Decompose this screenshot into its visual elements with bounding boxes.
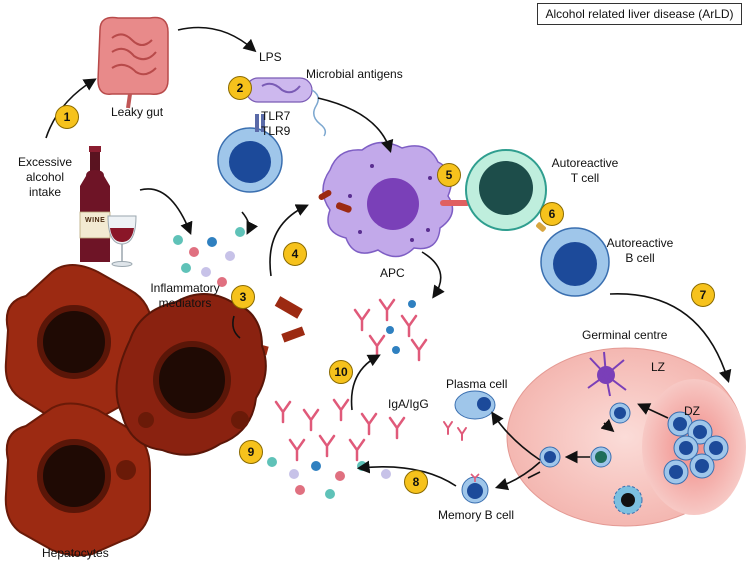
bacterium-icon [245,77,327,137]
label-microbial-antigens: Microbial antigens [306,67,403,81]
step-badge-10: 10 [329,360,353,384]
label-dz: DZ [684,404,700,418]
step-badge-8: 8 [404,470,428,494]
mhc-tcr-contact [440,200,470,206]
label-hepatocytes: Hepatocytes [42,546,109,560]
memory-b-cell [461,473,489,504]
gc-b-cells [539,402,631,468]
label-inflammatory-line1: Inflammatory [150,281,220,295]
label-lz: LZ [651,360,666,374]
plasma-antibodies [443,421,467,441]
label-memory-b-cell: Memory B cell [438,508,515,522]
label-autoreactive-t-line1: Autoreactive [551,156,619,170]
step-badge-3: 3 [231,285,255,309]
diagram-title: Alcohol related liver disease (ArLD) [537,3,742,25]
label-tlr9: TLR9 [261,124,291,138]
label-apc: APC [380,266,405,280]
step-badge-9: 9 [239,440,263,464]
label-excessive-line1: Excessive [17,155,73,169]
apc-cell [318,141,454,258]
wine-glass-icon [107,215,137,267]
step-badge-6: 6 [540,202,564,226]
label-leaky-gut: Leaky gut [111,105,164,119]
label-germinal-centre: Germinal centre [582,328,668,342]
intestine-icon [97,16,169,109]
tlr-b-cell [217,114,283,193]
label-autoreactive-b-line2: B cell [625,251,655,265]
step-badge-7: 7 [691,283,715,307]
apoptotic-b-cell [613,485,643,515]
autoreactive-b-cell [536,222,610,297]
label-wine: WINE [85,217,106,224]
label-excessive-line2: alcohol [25,170,65,184]
antigen-dots-apc [386,300,416,354]
antibody-cluster-liver [274,398,406,462]
mediator-dots-liver [267,457,391,499]
label-autoreactive-b-line1: Autoreactive [606,236,674,250]
inflammatory-mediators [173,227,245,287]
step-badge-2: 2 [228,76,252,100]
step-badge-1: 1 [55,105,79,129]
label-tlr7: TLR7 [261,109,291,123]
plasma-cell [454,390,496,420]
hepatocyte-cluster [4,264,267,557]
follicular-dendritic-cell [587,351,627,397]
label-inflammatory-line2: mediators [158,296,212,310]
label-plasma-cell: Plasma cell [446,377,508,391]
label-excessive-line3: intake [28,185,62,199]
step-badge-5: 5 [437,163,461,187]
antibody-cluster-apc [353,298,428,362]
dz-centroblasts [663,411,729,485]
label-lps: LPS [259,50,282,64]
step-badge-4: 4 [283,242,307,266]
label-autoreactive-t-line2: T cell [570,171,600,185]
autoreactive-t-cell [465,149,547,231]
wine-bottle-icon [79,146,111,262]
label-iga-igg: IgA/IgG [388,397,429,411]
